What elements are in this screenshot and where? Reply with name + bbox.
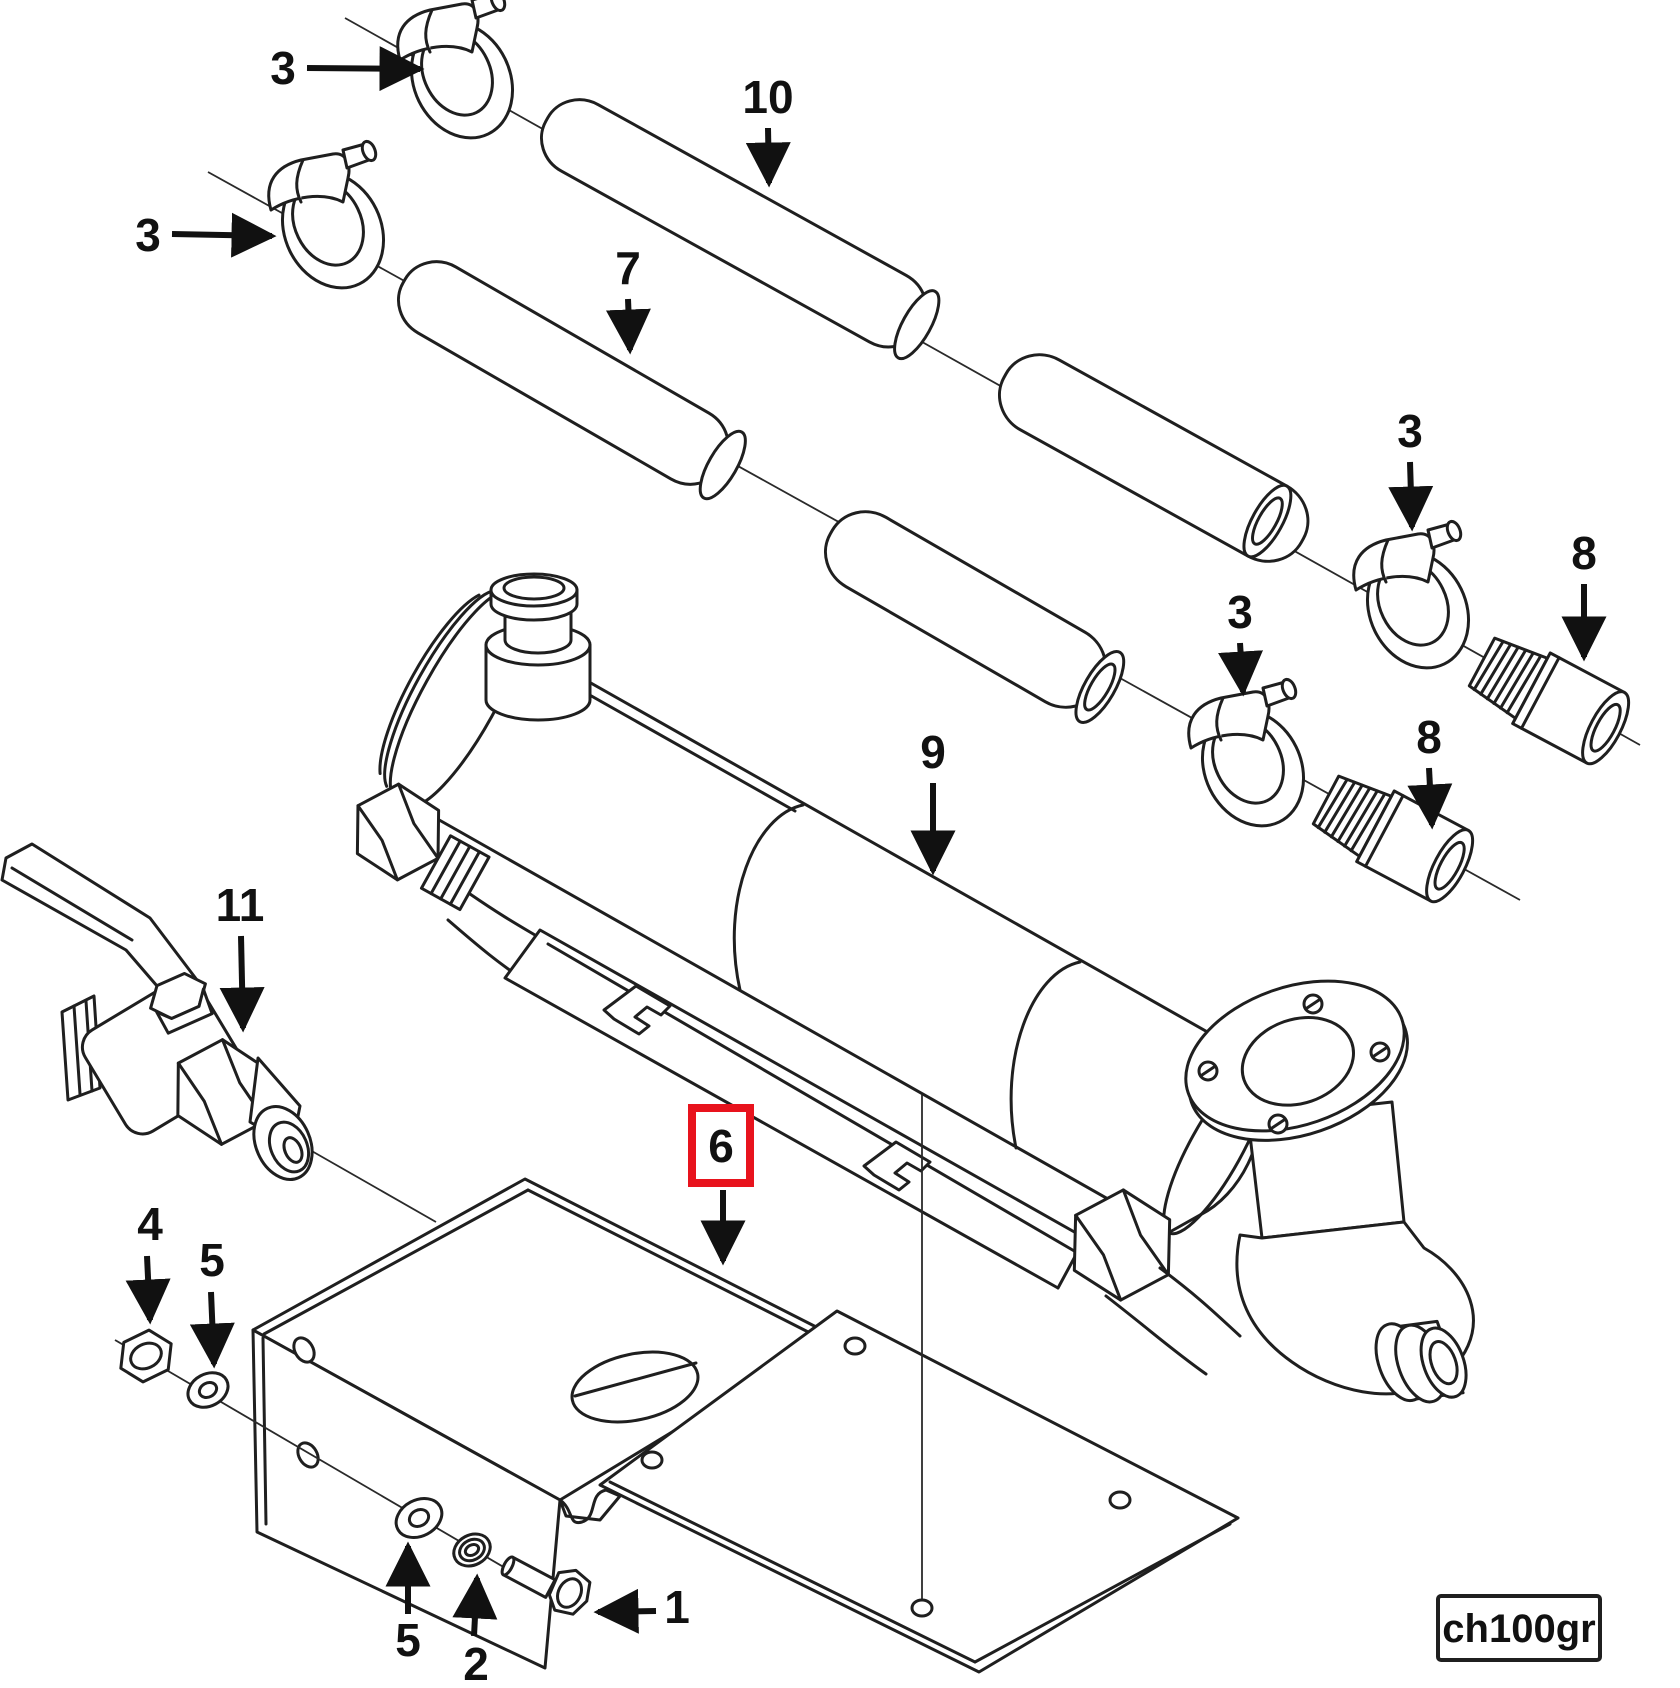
callout-7[interactable]: 7 [605, 242, 651, 355]
callout-6-label[interactable]: 6 [708, 1120, 734, 1172]
plate-hole-bottom [910, 1598, 934, 1618]
callout-3-left-arrow [171, 212, 277, 258]
washer-5-left [180, 1364, 236, 1416]
outlet-flange-assembly [1104, 979, 1475, 1404]
hose-clamp-right-upper [1347, 517, 1489, 687]
figure-code: ch100gr [1436, 1594, 1602, 1662]
outlet-stub [1374, 1319, 1468, 1404]
hose-clamp-top [391, 0, 533, 157]
callout-3-right-lower-label[interactable]: 3 [1227, 586, 1253, 638]
callout-3-right-lower-arrow [1218, 642, 1263, 697]
bolt-1 [500, 1555, 592, 1616]
bracket-front-hole-upper [292, 1336, 316, 1364]
shell-right-seam [1009, 960, 1082, 1150]
callout-8-upper[interactable]: 8 [1561, 527, 1607, 662]
callout-3-right-upper-label[interactable]: 3 [1397, 405, 1423, 457]
callout-11-arrow [219, 935, 265, 1033]
callout-5-left-label[interactable]: 5 [199, 1234, 225, 1286]
flange-screws [1197, 993, 1391, 1135]
callout-8-lower[interactable]: 8 [1407, 711, 1453, 830]
elbow-lower-line [446, 918, 520, 978]
callout-8-lower-arrow [1407, 767, 1453, 830]
shell-mid-seam [732, 803, 805, 992]
bracket-s-bend [558, 1488, 622, 1525]
outlet-elbow-line-1 [1158, 1266, 1242, 1338]
callout-7-arrow [605, 298, 651, 355]
bracket-base-plate [598, 1309, 1240, 1674]
callout-4[interactable]: 4 [125, 1198, 171, 1325]
heat-exchanger [355, 572, 1475, 1404]
left-hex-fitting [355, 782, 441, 882]
callout-5-bottom[interactable]: 5 [385, 1541, 431, 1666]
callout-2-arrow [452, 1573, 498, 1637]
callout-11[interactable]: 11 [216, 879, 265, 1033]
top-port [484, 572, 592, 722]
callout-10-label[interactable]: 10 [742, 71, 793, 123]
callout-9-label[interactable]: 9 [920, 726, 946, 778]
valve-outlet [252, 1105, 314, 1181]
callout-10[interactable]: 10 [742, 71, 794, 188]
callout-3-right-upper-arrow [1388, 461, 1434, 532]
hose-clamp-right-lower [1182, 675, 1324, 845]
figure-code-box [1436, 1594, 1602, 1662]
centerline-ball-valve [309, 1149, 437, 1223]
callout-3-right-upper[interactable]: 3 [1388, 405, 1434, 532]
hose-7-rear-segment [823, 510, 1126, 724]
callout-3-top-label[interactable]: 3 [270, 42, 296, 94]
callout-3-left[interactable]: 3 [135, 209, 277, 261]
callout-8-upper-label[interactable]: 8 [1571, 527, 1597, 579]
elbow-upper-line [468, 892, 547, 943]
figure-code-text: ch100gr [1442, 1607, 1595, 1651]
flange [1184, 979, 1409, 1142]
callout-1[interactable]: 1 [593, 1581, 690, 1634]
plate-hole-right [1108, 1490, 1132, 1510]
threaded-collar [419, 834, 491, 912]
callout-5-bottom-label[interactable]: 5 [395, 1614, 421, 1666]
callout-2[interactable]: 2 [452, 1573, 498, 1688]
callout-3-left-label[interactable]: 3 [135, 209, 161, 261]
callout-4-label[interactable]: 4 [137, 1198, 163, 1250]
callout-4-arrow [125, 1255, 171, 1325]
callout-3-top-arrow [306, 46, 425, 92]
highlight-box [688, 1104, 754, 1187]
callout-1-arrow [593, 1588, 657, 1634]
callout-6-highlighted[interactable]: 6 [688, 1104, 754, 1266]
callout-9[interactable]: 9 [910, 726, 956, 876]
callout-3-top[interactable]: 3 [270, 42, 425, 94]
valve-stem-nut [149, 971, 214, 1035]
callout-1-label[interactable]: 1 [664, 1581, 690, 1633]
callout-7-label[interactable]: 7 [615, 242, 641, 294]
callout-8-lower-label[interactable]: 8 [1416, 711, 1442, 763]
valve-handle-edge [10, 866, 134, 942]
hex-nut-4 [119, 1328, 173, 1384]
hose-clamp-left [262, 137, 404, 307]
plate-hole-left [640, 1450, 664, 1470]
callout-10-arrow [745, 127, 791, 188]
callout-11-label[interactable]: 11 [216, 879, 265, 931]
under-tube-end-nut [1072, 1188, 1172, 1302]
threaded-fitting-lower [1305, 763, 1484, 910]
ball-valve [0, 842, 314, 1181]
callout-5-left-arrow [189, 1291, 235, 1369]
plate-hole-top [843, 1336, 867, 1356]
outlet-elbow-line-2 [1104, 1294, 1208, 1376]
lock-washer-2 [452, 1532, 492, 1568]
threaded-fitting-upper [1461, 625, 1640, 772]
washer-5-bottom [394, 1497, 444, 1539]
callout-2-label[interactable]: 2 [463, 1638, 489, 1688]
bracket-large-hole-chord [573, 1361, 698, 1398]
callout-3-right-lower[interactable]: 3 [1218, 586, 1263, 697]
hose-7-front-segment [396, 260, 747, 501]
hose-10-front-segment [539, 98, 941, 361]
callout-5-left[interactable]: 5 [189, 1234, 235, 1369]
hose-10-rear-segment [997, 353, 1310, 563]
